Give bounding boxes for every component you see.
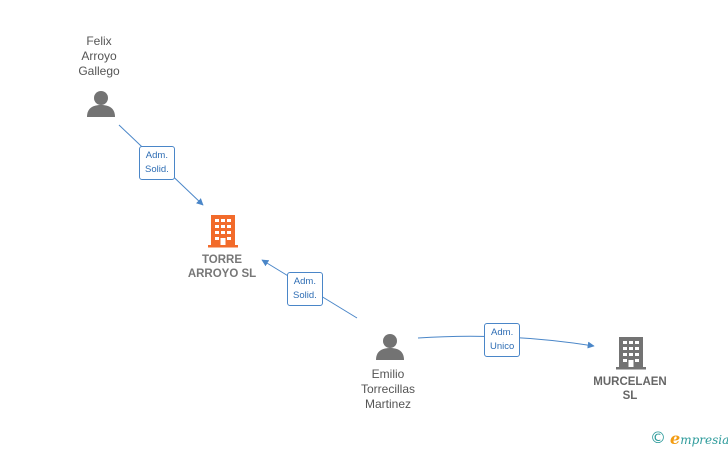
edge-label-emilio-murcelaen: Adm. Unico	[484, 323, 521, 357]
node-label-torre-arroyo[interactable]: TORRE ARROYO SL	[187, 254, 257, 280]
node-label-murcelaen[interactable]: MURCELAEN SL	[593, 376, 667, 402]
empresia-logo: © empresia	[650, 428, 728, 448]
brand-wordmark: empresia	[670, 428, 728, 448]
edge-label-felix-torre: Adm. Solid.	[139, 146, 175, 180]
person-icon[interactable]	[87, 91, 115, 117]
building-icon[interactable]	[208, 215, 238, 248]
node-label-emilio[interactable]: Emilio Torrecillas Martinez	[360, 367, 415, 411]
node-label-felix[interactable]: Felix Arroyo Gallego	[78, 34, 120, 78]
building-icon[interactable]	[616, 337, 646, 370]
person-icon[interactable]	[376, 334, 404, 360]
copyright-icon: ©	[650, 428, 666, 447]
edge-label-emilio-torre: Adm. Solid.	[287, 272, 323, 306]
